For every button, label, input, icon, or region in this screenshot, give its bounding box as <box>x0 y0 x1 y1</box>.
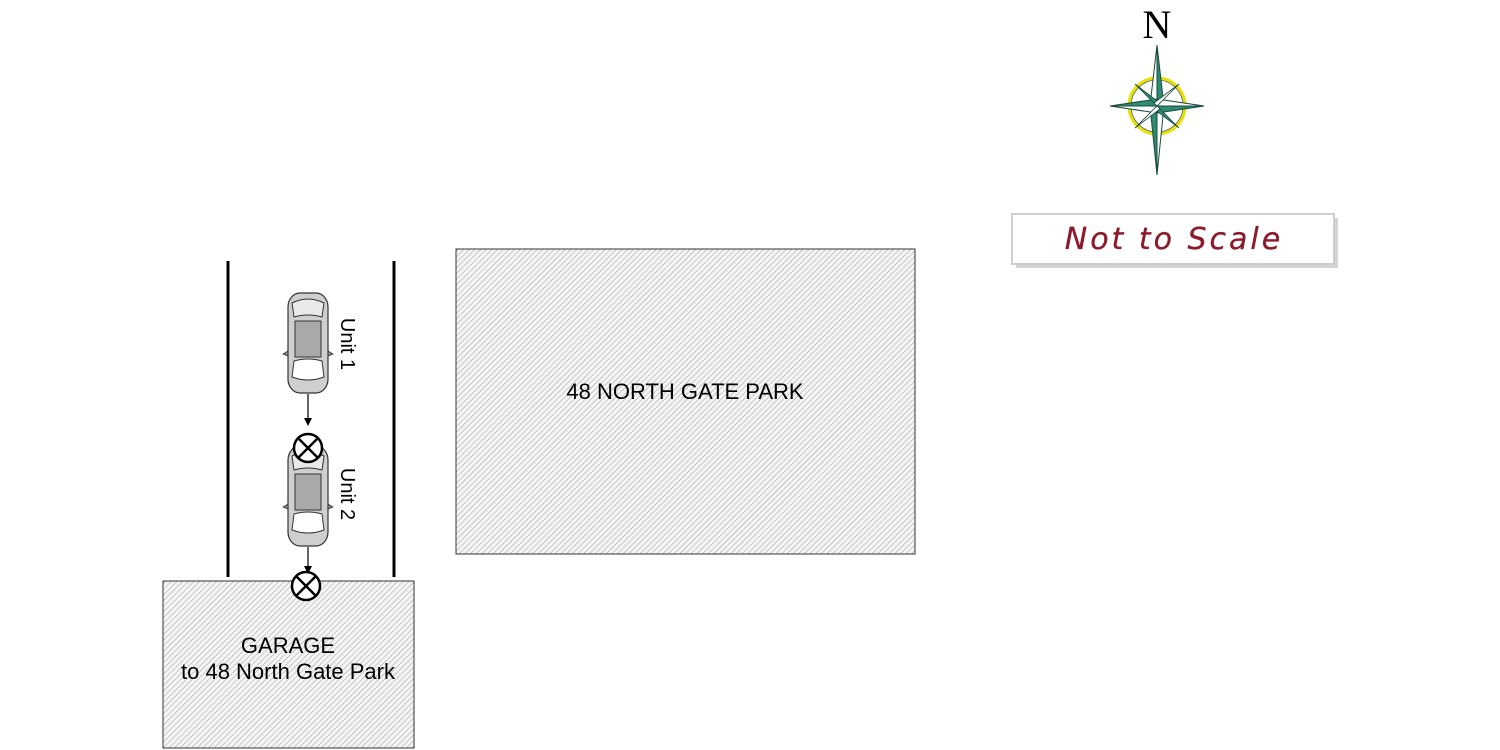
vehicle-unit-1: Unit 1 <box>282 292 358 426</box>
point-of-impact-marker <box>290 570 322 602</box>
compass-rose-icon: N <box>1109 2 1205 176</box>
not-to-scale-text: Not to Scale <box>1065 222 1283 257</box>
vehicle-unit-2: Unit 2 <box>282 445 358 574</box>
building-label: 48 NORTH GATE PARK <box>566 379 803 404</box>
not-to-scale-badge: Not to Scale <box>1011 213 1338 268</box>
north-label: N <box>1143 2 1172 47</box>
building-48-north-gate-park: 48 NORTH GATE PARK <box>455 248 916 555</box>
point-of-impact-marker <box>292 432 324 464</box>
garage-block: GARAGE to 48 North Gate Park <box>162 580 415 749</box>
vehicle-unit-1-label: Unit 1 <box>336 318 358 370</box>
garage-label-line2: to 48 North Gate Park <box>181 659 396 684</box>
vehicle-unit-2-label: Unit 2 <box>336 468 358 520</box>
garage-label-line1: GARAGE <box>241 633 335 658</box>
